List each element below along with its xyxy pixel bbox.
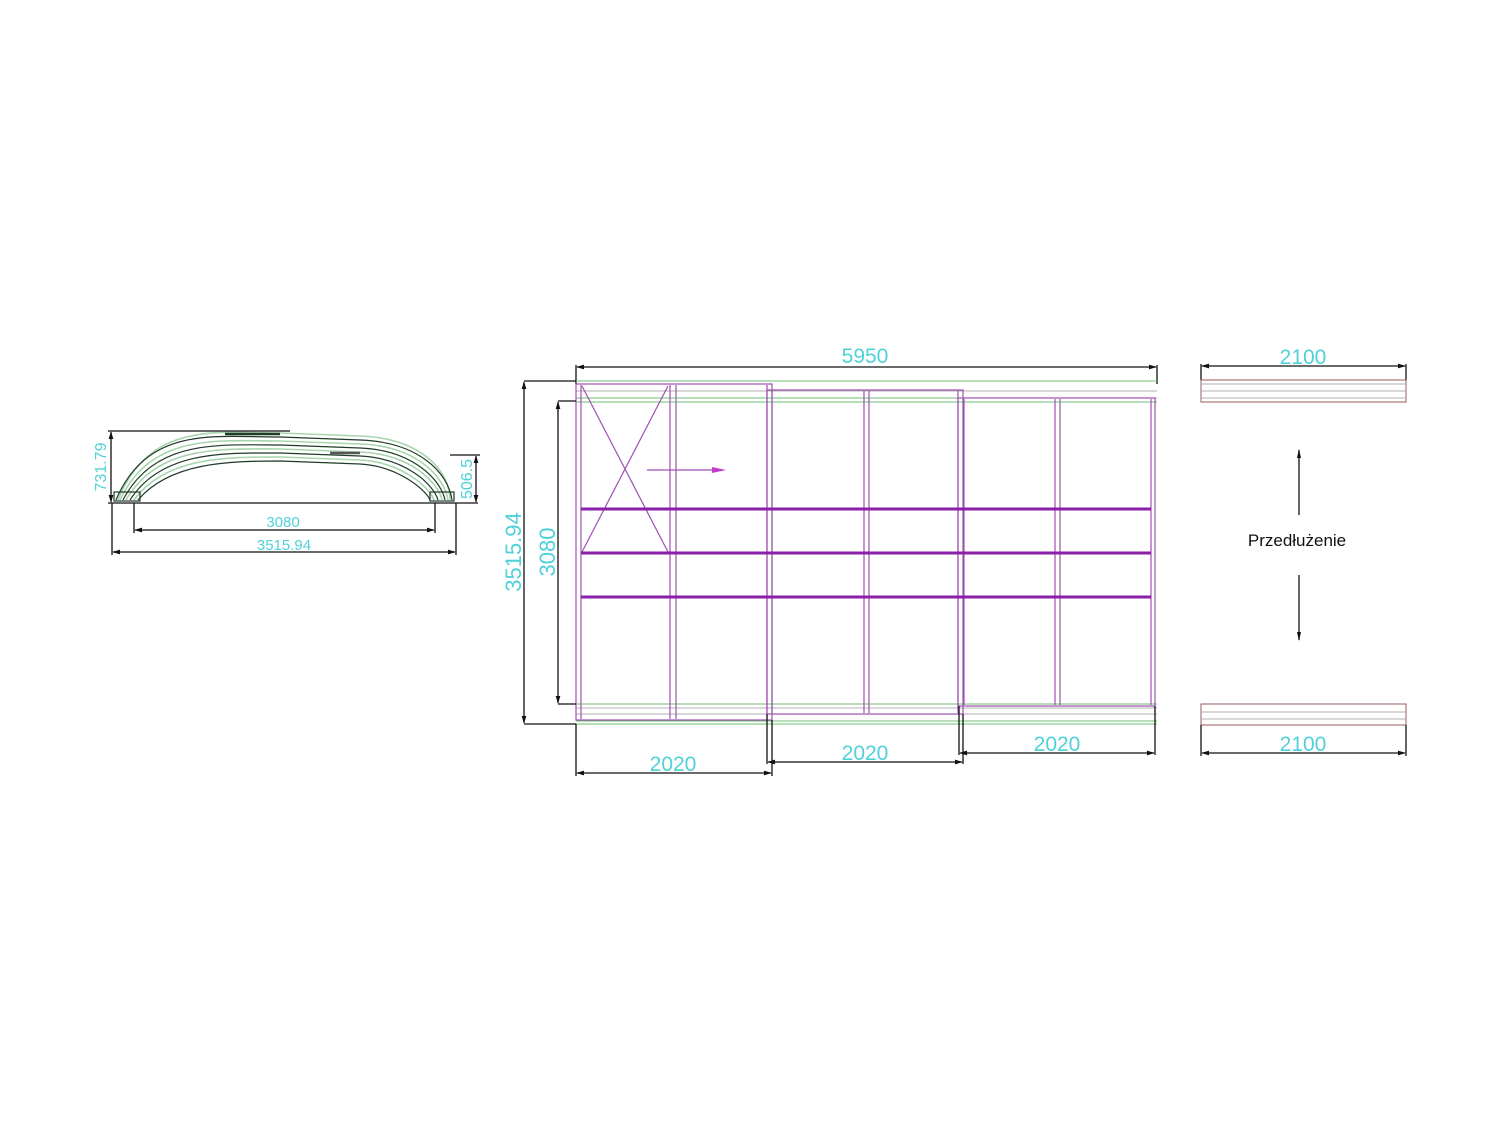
cross-rails xyxy=(581,507,1151,599)
dim-height-side: 506.5 xyxy=(459,459,476,499)
dim-segment-1: 2020 xyxy=(650,753,697,776)
dim-plan-inner-width: 3080 xyxy=(535,528,560,577)
bottom-rail xyxy=(576,703,1157,725)
dim-inner-width: 3080 xyxy=(266,514,299,531)
dim-extension-top: 2100 xyxy=(1280,346,1327,369)
dim-total-length: 5950 xyxy=(842,345,889,368)
side-view: 731.79 506.5 3080 3515.94 xyxy=(93,430,480,555)
arch-profile xyxy=(113,431,455,502)
dim-extension-bottom: 2100 xyxy=(1280,733,1327,756)
extension-bottom-piece xyxy=(1200,703,1407,726)
dim-segment-3: 2020 xyxy=(1034,733,1081,756)
plan-view: 5950 xyxy=(501,345,1158,776)
dim-outer-width: 3515.94 xyxy=(257,537,311,554)
dim-height-total: 731.79 xyxy=(93,442,110,491)
dim-segment-2: 2020 xyxy=(842,742,889,765)
extension-label: Przedłużenie xyxy=(1248,531,1346,550)
extension-view: 2100 Przedłużenie 2100 xyxy=(1200,346,1407,756)
dim-plan-outer-width: 3515.94 xyxy=(501,512,526,592)
